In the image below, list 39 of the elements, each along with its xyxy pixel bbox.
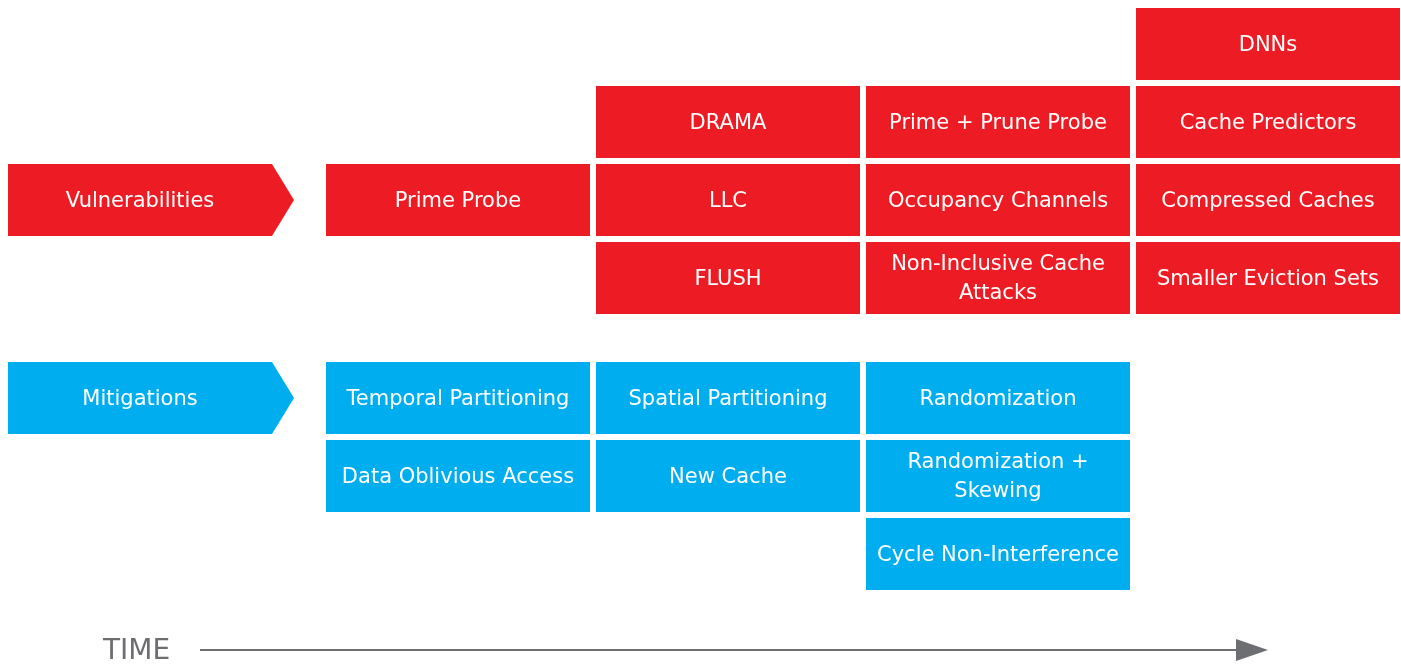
topic-box xyxy=(1136,86,1400,158)
box-label: Prime Probe xyxy=(394,186,522,214)
topic-box xyxy=(326,164,590,236)
topic-box xyxy=(866,518,1130,590)
box-label: Randomization + Skewing xyxy=(906,448,1090,504)
box-label: Spatial Partitioning xyxy=(628,384,828,412)
box-label: Prime + Prune Probe xyxy=(889,108,1107,136)
box-label: Mitigations xyxy=(82,384,198,412)
box-label: LLC xyxy=(708,186,748,214)
topic-box xyxy=(1136,8,1400,80)
box-label: Smaller Eviction Sets xyxy=(1157,264,1379,292)
box-label: Temporal Partitioning xyxy=(346,384,570,412)
topic-box xyxy=(596,362,860,434)
box-label: Occupancy Channels xyxy=(887,186,1109,214)
box-label: DRAMA xyxy=(689,108,767,136)
topic-box xyxy=(1136,242,1400,314)
topic-box xyxy=(1136,164,1400,236)
box-label: New Cache xyxy=(669,462,787,490)
topic-box xyxy=(866,362,1130,434)
topic-box xyxy=(326,362,590,434)
box-label: FLUSH xyxy=(694,264,762,292)
box-label: DNNs xyxy=(1238,30,1298,58)
axis-label: TIME xyxy=(103,632,171,664)
topic-box xyxy=(866,242,1130,314)
box-label: Compressed Caches xyxy=(1161,186,1375,214)
topic-box xyxy=(866,164,1130,236)
topic-box xyxy=(596,164,860,236)
topic-box xyxy=(866,440,1130,512)
box-label: Cache Predictors xyxy=(1179,108,1357,136)
box-label: Cycle Non-Interference xyxy=(877,540,1119,568)
topic-box xyxy=(596,86,860,158)
box-label: Non-Inclusive Cache Attacks xyxy=(890,250,1106,306)
topic-box xyxy=(326,440,590,512)
topic-box xyxy=(866,86,1130,158)
topic-box xyxy=(596,440,860,512)
topic-box xyxy=(596,242,860,314)
box-label: Randomization xyxy=(919,384,1077,412)
box-label: Data Oblivious Access xyxy=(341,462,575,490)
box-label: Vulnerabilities xyxy=(65,186,215,214)
